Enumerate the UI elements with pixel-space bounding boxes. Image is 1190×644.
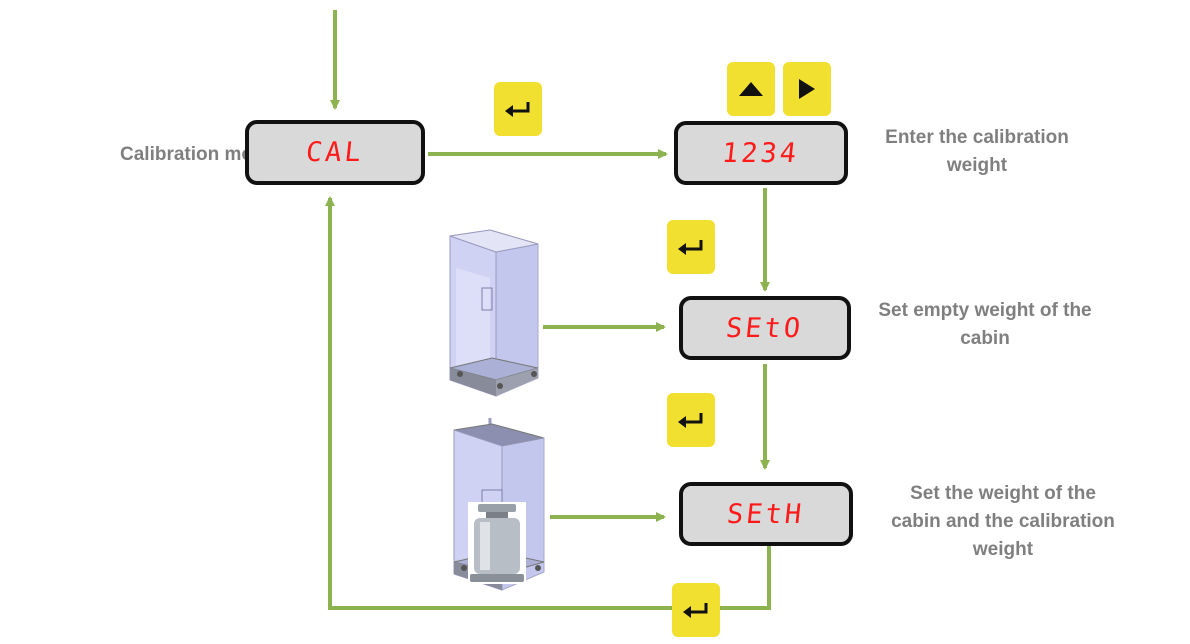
display-cal: CAL bbox=[245, 120, 425, 185]
label-line: Set the weight of the bbox=[910, 483, 1096, 504]
calibration-weight-icon bbox=[468, 502, 526, 584]
enter-arrow-icon bbox=[678, 413, 703, 428]
enter-key[interactable] bbox=[667, 220, 715, 274]
set-empty-weight-label: Set empty weight of the cabin bbox=[840, 297, 1130, 353]
return-loop-arrow bbox=[325, 196, 771, 610]
enter-key[interactable] bbox=[494, 82, 542, 136]
enter-key[interactable] bbox=[667, 393, 715, 447]
label-line: weight bbox=[972, 539, 1034, 560]
label-line: Enter the calibration bbox=[885, 127, 1069, 148]
display-seth: SEtH bbox=[679, 482, 853, 546]
display-text: 1234 bbox=[720, 137, 802, 169]
display-text: SEtH bbox=[725, 498, 807, 530]
label-line: weight bbox=[946, 155, 1008, 176]
display-text: CAL bbox=[304, 137, 366, 168]
up-key[interactable] bbox=[727, 62, 775, 116]
right-key[interactable] bbox=[783, 62, 831, 116]
enter-arrow-icon bbox=[678, 240, 703, 255]
display-set0: SEtO bbox=[679, 296, 851, 360]
loaded-cabin-image bbox=[453, 418, 545, 591]
label-line: Set empty weight of the bbox=[878, 300, 1092, 321]
enter-weight-label: Enter the calibration weight bbox=[862, 124, 1092, 180]
set-cabin-weight-label: Set the weight of the cabin and the cali… bbox=[868, 480, 1138, 575]
enter-key[interactable] bbox=[672, 583, 720, 637]
calibration-mode-label: Calibration mode bbox=[120, 144, 276, 165]
enter-arrow-icon bbox=[505, 102, 530, 117]
triangle-right-icon bbox=[799, 79, 815, 99]
label-line: cabin bbox=[960, 328, 1010, 349]
display-text: SEtO bbox=[724, 312, 806, 344]
label-line: cabin and the calibration bbox=[891, 511, 1115, 532]
empty-cabin-image bbox=[449, 229, 539, 397]
display-calibration-weight: 1234 bbox=[674, 121, 848, 185]
enter-arrow-icon bbox=[683, 603, 708, 618]
triangle-up-icon bbox=[739, 82, 763, 96]
